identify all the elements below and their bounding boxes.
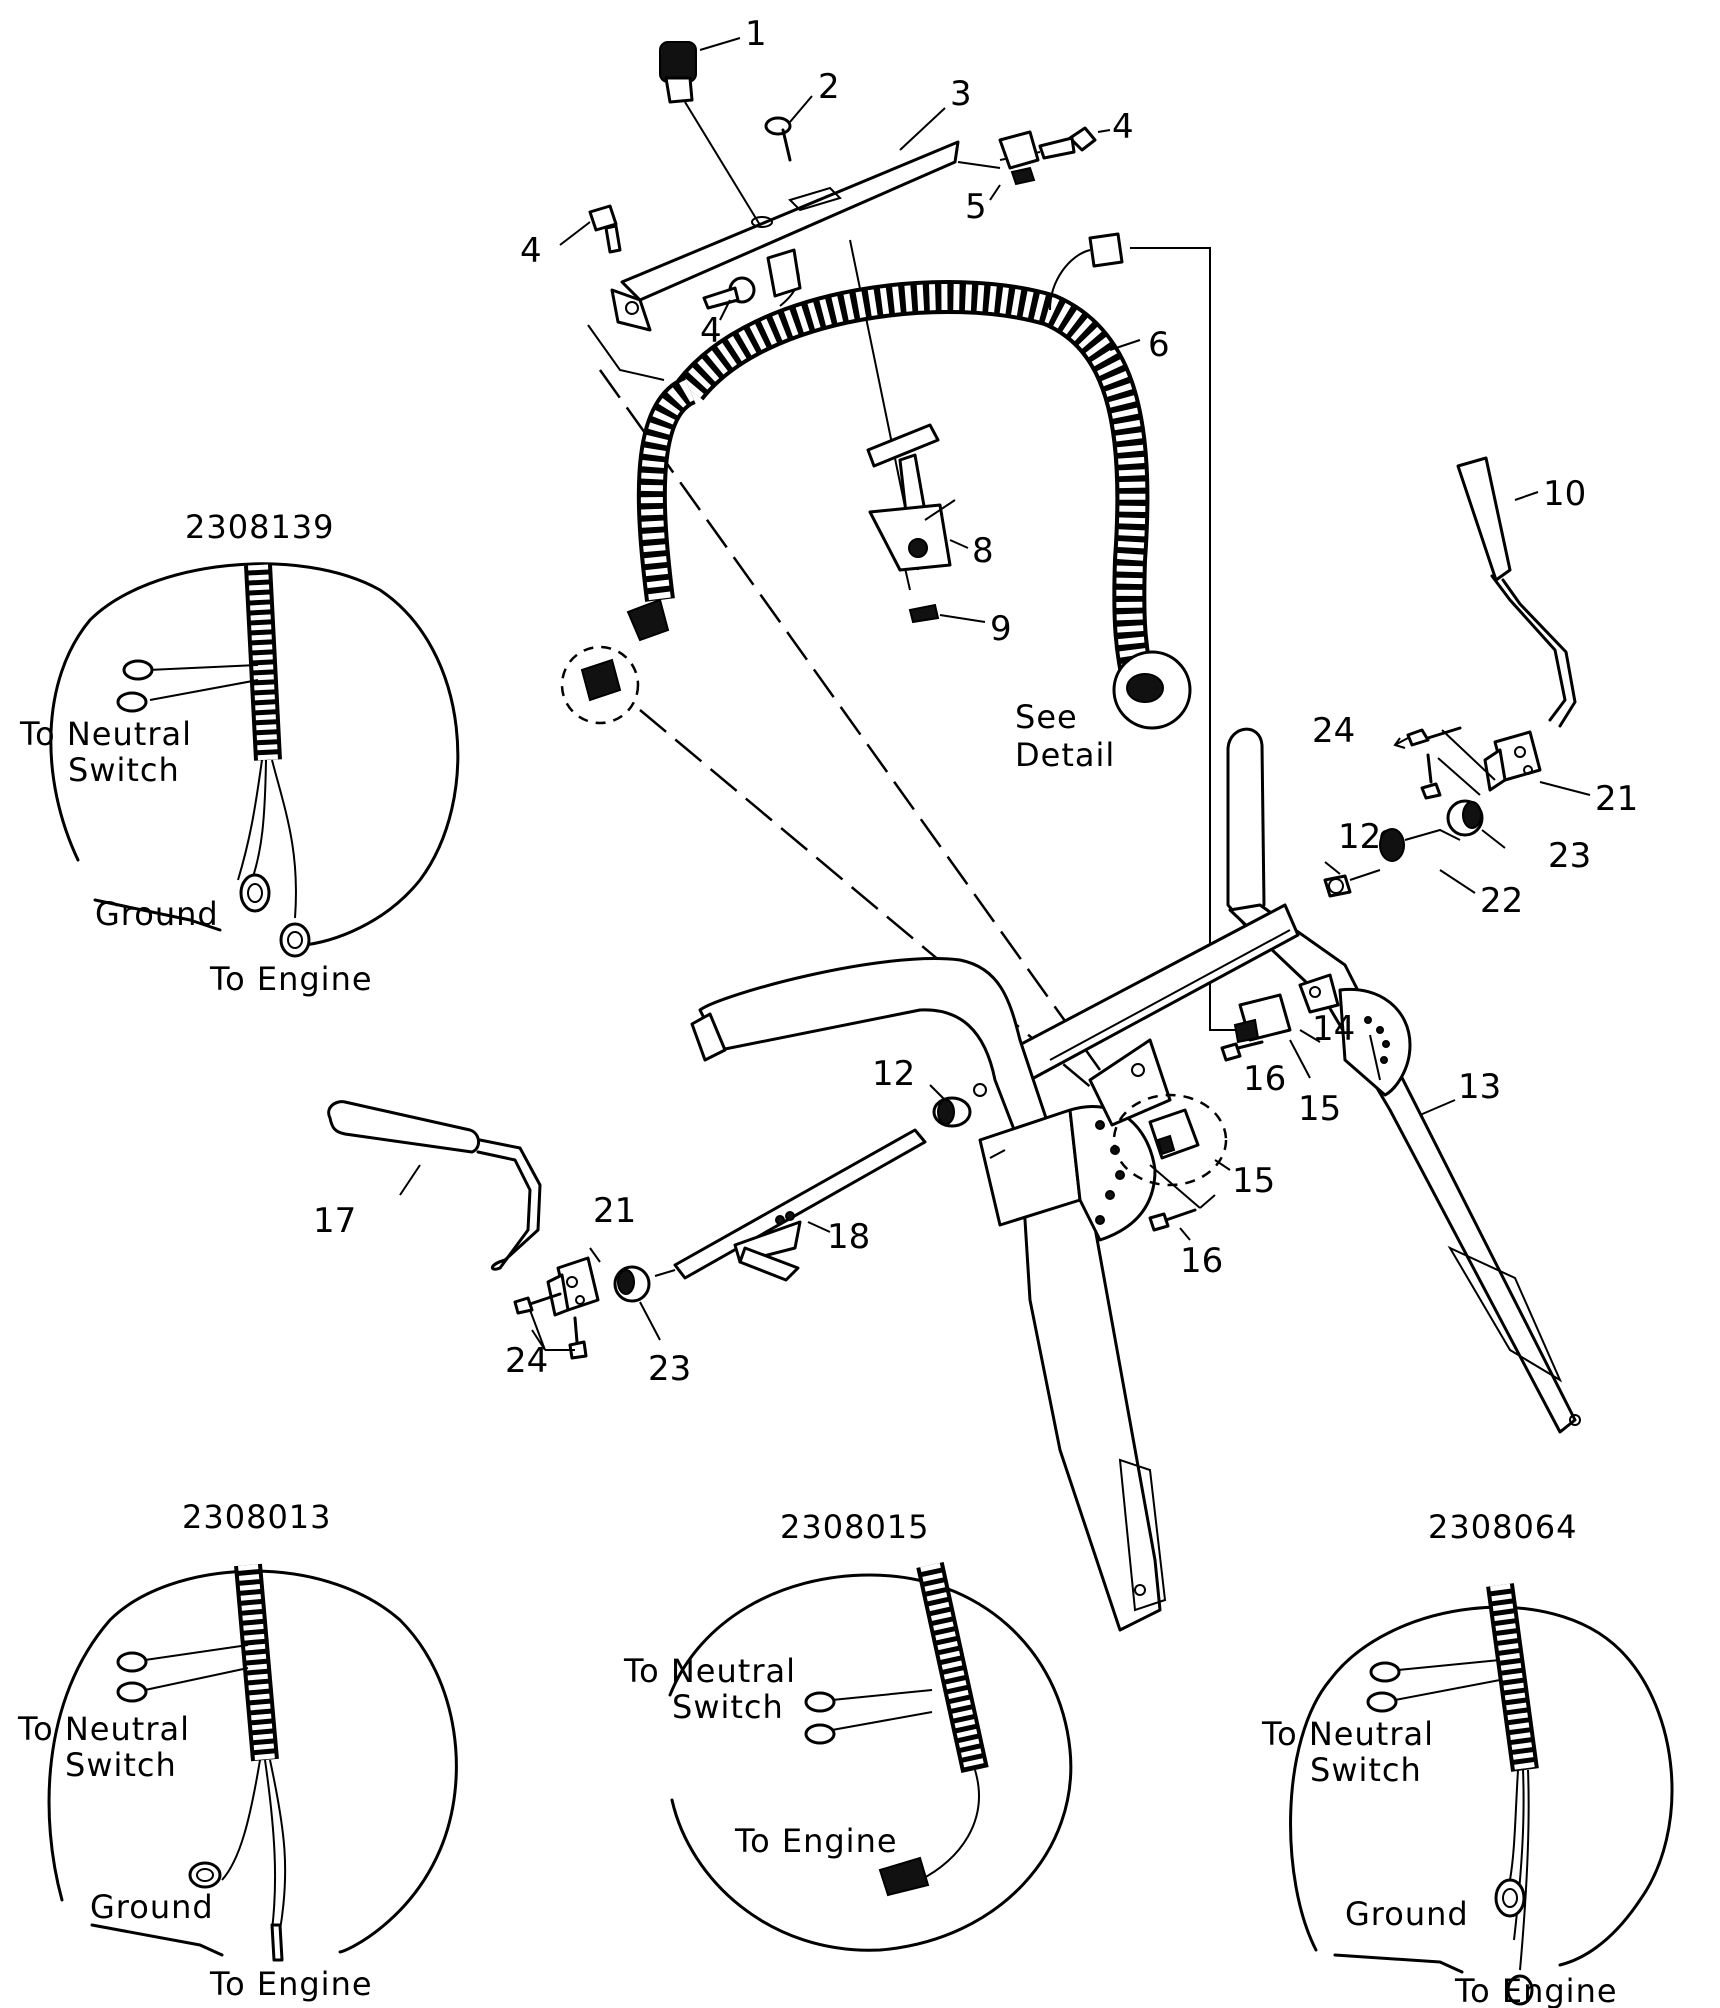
callout-1: 1 — [745, 14, 767, 54]
detail-2308013: 2308013 To Neutral Switch Ground To Engi… — [17, 1498, 458, 2003]
detail-neutral-2: Switch — [672, 1688, 784, 1726]
callout-21-left: 21 — [593, 1191, 636, 1231]
pivot-block-right — [1483, 730, 1542, 792]
callout-18: 18 — [827, 1217, 870, 1257]
callout-3: 3 — [950, 74, 972, 114]
callout-6: 6 — [1148, 325, 1170, 365]
spacer-23-left — [613, 1265, 651, 1303]
switch-bracket-right — [1233, 973, 1340, 1044]
callout-21-right: 21 — [1595, 779, 1638, 819]
callout-17: 17 — [313, 1201, 356, 1241]
detail-model-number: 2308013 — [182, 1498, 332, 1536]
callout-15-right: 15 — [1298, 1089, 1341, 1129]
detail-ground: Ground — [1345, 1895, 1469, 1933]
detail-2308139: 2308139 To Neutral Switch Ground To Engi… — [19, 508, 460, 998]
callout-24-left: 24 — [505, 1341, 548, 1381]
bushing-12-right — [1323, 869, 1381, 898]
detail-neutral-1: To Neutral — [19, 715, 192, 753]
callout-12-right: 12 — [1338, 817, 1381, 857]
detail-engine: To Engine — [209, 1965, 373, 2003]
callout-16-lower: 16 — [1180, 1241, 1223, 1281]
detail-engine: To Engine — [1454, 1972, 1618, 2008]
spacer-23-right — [1446, 799, 1484, 837]
callout-16-right: 16 — [1243, 1059, 1286, 1099]
detail-model-number: 2308064 — [1428, 1508, 1578, 1546]
see-detail-note: See Detail — [1015, 698, 1115, 774]
callout-8: 8 — [972, 531, 994, 571]
switch-detail-lower — [1112, 1093, 1228, 1187]
bolts-24-right — [1393, 726, 1496, 800]
detail-engine: To Engine — [209, 960, 373, 998]
spring-22 — [1379, 828, 1461, 862]
left-control-lever — [327, 1100, 542, 1271]
detail-neutral-2: Switch — [65, 1746, 177, 1784]
control-panel — [610, 140, 1001, 332]
callout-4-left: 4 — [520, 231, 542, 271]
detail-neutral-2: Switch — [1310, 1751, 1422, 1789]
callout-4-top: 4 — [1112, 107, 1134, 147]
screw-16-lower — [1148, 1164, 1216, 1232]
detail-2308064: 2308064 To Neutral Switch Ground To Engi… — [1261, 1508, 1674, 2008]
callout-23-left: 23 — [648, 1349, 691, 1389]
shift-rod-18 — [654, 1128, 927, 1282]
wire-harness — [626, 232, 1192, 730]
detail-neutral-1: To Neutral — [623, 1652, 796, 1690]
bolt-4-mid — [702, 276, 756, 310]
callout-5: 5 — [965, 187, 987, 227]
callout-9: 9 — [990, 609, 1012, 649]
detail-engine: To Engine — [734, 1822, 898, 1860]
callout-numbers: 1 2 3 4 5 4 4 6 8 9 10 24 21 12 23 22 13… — [313, 14, 1638, 1389]
callout-12-left: 12 — [872, 1054, 915, 1094]
bolts-24-left — [513, 1292, 588, 1360]
screw-2 — [764, 116, 792, 162]
handle-frame — [690, 727, 1581, 1632]
see-detail-line1: See — [1015, 698, 1078, 736]
callout-4-mid: 4 — [700, 311, 722, 351]
leader-lines — [399, 37, 1591, 1351]
ignition-key — [659, 41, 761, 226]
detail-model-number: 2308139 — [185, 508, 335, 546]
right-control-lever — [1456, 456, 1577, 728]
callout-14: 14 — [1312, 1009, 1355, 1049]
screw-16-right — [1220, 1040, 1264, 1062]
clip-5 — [998, 130, 1040, 186]
callout-24-right: 24 — [1312, 711, 1355, 751]
callout-10: 10 — [1543, 474, 1586, 514]
detail-ground: Ground — [90, 1888, 214, 1926]
callout-15-lower: 15 — [1232, 1161, 1275, 1201]
detail-model-number: 2308015 — [780, 1508, 930, 1546]
see-detail-line2: Detail — [1015, 736, 1115, 774]
detail-neutral-2: Switch — [68, 751, 180, 789]
callout-2: 2 — [818, 67, 840, 107]
pivot-block-left — [546, 1256, 600, 1317]
callout-23-right: 23 — [1548, 836, 1591, 876]
detail-ground: Ground — [95, 895, 219, 933]
detail-2308015: 2308015 To Neutral Switch To Engine — [623, 1508, 1073, 1952]
bushing-12-left — [932, 1096, 972, 1128]
bolt-4-left — [588, 204, 622, 254]
callout-13: 13 — [1458, 1067, 1501, 1107]
connector-detail — [560, 645, 640, 725]
detail-neutral-1: To Neutral — [17, 1710, 190, 1748]
guide-lines — [587, 239, 1240, 1121]
lever-assembly — [866, 423, 956, 624]
callout-22: 22 — [1480, 881, 1523, 921]
detail-neutral-1: To Neutral — [1261, 1715, 1434, 1753]
